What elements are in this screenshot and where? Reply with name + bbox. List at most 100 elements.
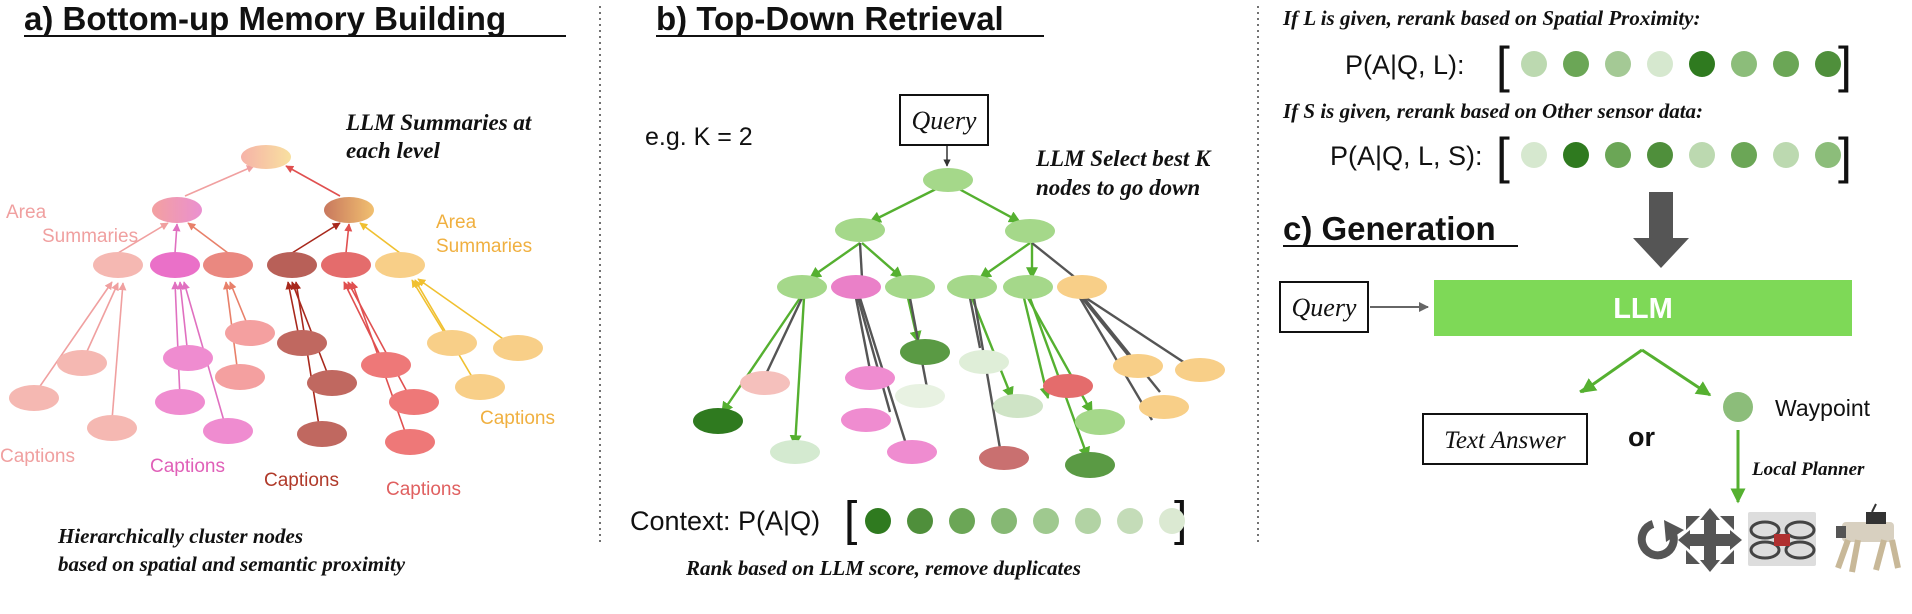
retrieval-leaf xyxy=(959,350,1009,374)
context-score-dot xyxy=(865,508,891,534)
panel-a-title: a) Bottom-up Memory Building xyxy=(24,0,506,37)
select-note-line2: nodes to go down xyxy=(1036,175,1200,200)
retrieval-leaf xyxy=(845,366,895,390)
captions-label: Captions xyxy=(0,446,75,467)
select-note-line1: LLM Select best K xyxy=(1035,146,1212,171)
rerank-s-dot xyxy=(1521,142,1547,168)
rerank-s-bracket-open: [ xyxy=(1496,128,1510,184)
summary-node-top xyxy=(241,145,291,169)
context-score-dot xyxy=(991,508,1017,534)
rerank-l-dot xyxy=(1731,51,1757,77)
rerank-s-dot xyxy=(1647,142,1673,168)
rerank-s-dot xyxy=(1731,142,1757,168)
caption-node xyxy=(87,415,137,441)
text-answer-box xyxy=(1422,413,1588,465)
retrieval-leaf xyxy=(770,440,820,464)
caption-node xyxy=(427,330,477,356)
panel-b-footer: Rank based on LLM score, remove duplicat… xyxy=(685,556,1081,580)
area-summaries-right-line1: Area xyxy=(436,212,477,233)
panel-a-footer-line2: based on spatial and semantic proximity xyxy=(58,552,406,576)
caption-node xyxy=(455,374,505,400)
rerank-l-ranking xyxy=(1521,51,1841,77)
caption-node xyxy=(307,370,357,396)
rerank-l-dot xyxy=(1815,51,1841,77)
rerank-l-dot xyxy=(1689,51,1715,77)
caption-node xyxy=(215,364,265,390)
big-down-arrow xyxy=(1633,192,1689,268)
panel-a-footer-line1: Hierarchically cluster nodes xyxy=(57,524,303,548)
retrieval-leaf xyxy=(1065,452,1115,478)
llm-label: LLM xyxy=(1613,293,1673,325)
rerank-s-label: P(A|Q, L, S): xyxy=(1330,141,1483,171)
rerank-s-ranking xyxy=(1521,142,1841,168)
caption-node xyxy=(57,350,107,376)
retrieval-node xyxy=(831,275,881,299)
rerank-s-dot xyxy=(1563,142,1589,168)
context-score-dot xyxy=(1117,508,1143,534)
rerank-l-bracket-open: [ xyxy=(1496,37,1510,93)
panel-a: a) Bottom-up Memory Building LLM Summari… xyxy=(0,0,566,576)
rerank-s-dot xyxy=(1815,142,1841,168)
generation-query-label: Query xyxy=(1292,293,1357,322)
caption-node xyxy=(155,389,205,415)
rerank-l-dot xyxy=(1773,51,1799,77)
context-score-dot xyxy=(1075,508,1101,534)
generation-query-box xyxy=(1279,281,1369,333)
local-planner-label: Local Planner xyxy=(1751,459,1865,480)
caption-node xyxy=(389,389,439,415)
k-label: e.g. K = 2 xyxy=(645,123,753,151)
retrieval-node xyxy=(947,275,997,299)
retrieval-node xyxy=(777,275,827,299)
retrieval-leaf xyxy=(740,371,790,395)
area-summaries-left-line1: Area xyxy=(6,202,47,223)
rerank-s-dot xyxy=(1689,142,1715,168)
rerank-l-dot xyxy=(1563,51,1589,77)
area-node xyxy=(203,252,253,278)
captions-label: Captions xyxy=(150,456,225,477)
rerank-s-bracket-close: ] xyxy=(1838,128,1852,184)
waypoint-dot xyxy=(1723,392,1753,422)
area-node xyxy=(150,252,200,278)
rerank-s-dot xyxy=(1773,142,1799,168)
retrieval-node xyxy=(1057,275,1107,299)
area-node xyxy=(93,252,143,278)
rerank-s-heading: If S is given, rerank based on Other sen… xyxy=(1282,99,1703,123)
rotate-icon xyxy=(1637,520,1684,560)
rerank-l-dot xyxy=(1605,51,1631,77)
retrieval-node-root xyxy=(923,168,973,192)
retrieval-leaf xyxy=(993,394,1043,418)
area-node xyxy=(321,252,371,278)
caption-node xyxy=(277,330,327,356)
summary-node-l2-right xyxy=(324,197,374,223)
context-label: Context: P(A|Q) xyxy=(630,506,820,536)
llm-summaries-note-line2: each level xyxy=(346,138,440,163)
area-summaries-left-line2: Summaries xyxy=(42,226,138,247)
retrieval-leaf xyxy=(979,446,1029,470)
context-score-dot xyxy=(1033,508,1059,534)
retrieval-node xyxy=(1005,219,1055,243)
rerank-l-bracket-close: ] xyxy=(1838,37,1852,93)
area-node xyxy=(375,252,425,278)
caption-node xyxy=(385,429,435,455)
context-bracket-open: [ xyxy=(844,493,857,546)
retrieval-node xyxy=(885,275,935,299)
retrieval-leaf xyxy=(693,408,743,434)
caption-node xyxy=(9,385,59,411)
rerank-l-heading: If L is given, rerank based on Spatial P… xyxy=(1282,6,1700,30)
text-answer-label: Text Answer xyxy=(1444,427,1566,454)
panel-b-title: b) Top-Down Retrieval xyxy=(656,0,1004,37)
rerank-l-dot xyxy=(1521,51,1547,77)
area-node xyxy=(267,252,317,278)
query-box xyxy=(899,94,989,146)
rerank-s-dot xyxy=(1605,142,1631,168)
caption-node xyxy=(225,320,275,346)
captions-label: Captions xyxy=(480,408,555,429)
captions-label: Captions xyxy=(264,470,339,491)
captions-label: Captions xyxy=(386,479,461,500)
panel-b: b) Top-Down Retrieval e.g. K = 2 Query L… xyxy=(630,0,1225,580)
retrieval-leaf xyxy=(1113,354,1163,378)
context-score-dot xyxy=(949,508,975,534)
drone-icon xyxy=(1748,512,1816,566)
retrieval-node xyxy=(1003,275,1053,299)
area-summaries-right-line2: Summaries xyxy=(436,236,532,257)
